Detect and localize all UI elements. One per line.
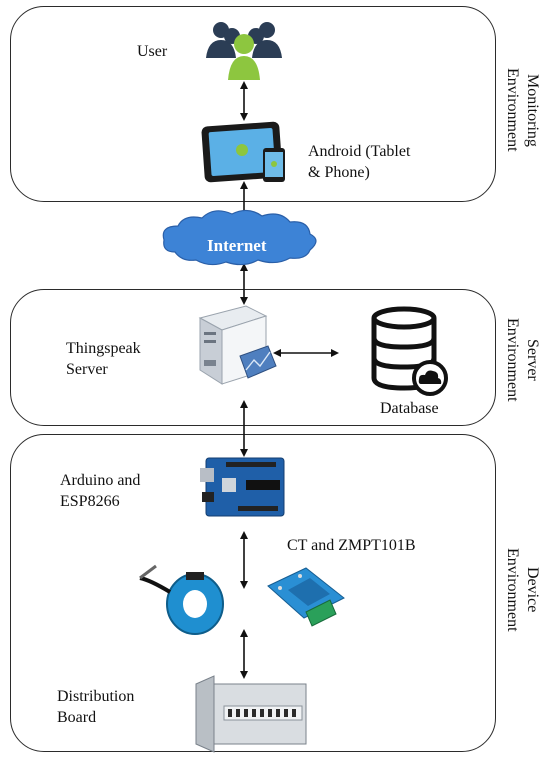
database-cloud-badge [412, 360, 448, 396]
android-label-line2: & Phone) [308, 164, 370, 181]
server-env-line2: Environment [504, 318, 521, 402]
arduino-label: Arduino and ESP8266 [60, 470, 140, 512]
monitoring-env-label: Monitoring Environment [502, 60, 542, 160]
server-tower-icon [198, 305, 277, 385]
server-label-line1: Thingspeak [66, 340, 141, 357]
sensors-label: CT and ZMPT101B [287, 537, 416, 554]
monitoring-env-line2: Environment [504, 68, 521, 152]
users-icon [206, 22, 282, 80]
user-label: User [137, 43, 168, 60]
device-env-line2: Environment [504, 548, 521, 632]
android-label: Android (Tablet & Phone) [308, 141, 410, 183]
ct-sensor-icon [139, 564, 224, 635]
distribution-board-icon [195, 675, 307, 753]
device-env-line1: Device [524, 567, 541, 613]
arduino-board-icon [200, 457, 285, 517]
board-label-line2: Board [57, 709, 97, 726]
internet-label: Internet [207, 236, 267, 255]
android-label-line1: Android (Tablet [308, 143, 411, 160]
database-label: Database [380, 400, 439, 417]
cloud-icon [162, 209, 317, 266]
arduino-label-line1: Arduino and [60, 472, 141, 489]
board-label-line1: Distribution [57, 688, 135, 705]
voltage-sensor-icon [267, 567, 345, 627]
server-label: Thingspeak Server [66, 338, 141, 380]
tablet-phone-icon [201, 121, 285, 183]
server-env-label: Server Environment [502, 310, 542, 410]
server-label-line2: Server [66, 361, 108, 378]
arduino-label-line2: ESP8266 [60, 493, 120, 510]
device-env-label: Device Environment [502, 540, 542, 640]
board-label: Distribution Board [57, 686, 134, 728]
monitoring-env-line1: Monitoring [524, 73, 541, 147]
server-env-line1: Server [524, 339, 541, 381]
